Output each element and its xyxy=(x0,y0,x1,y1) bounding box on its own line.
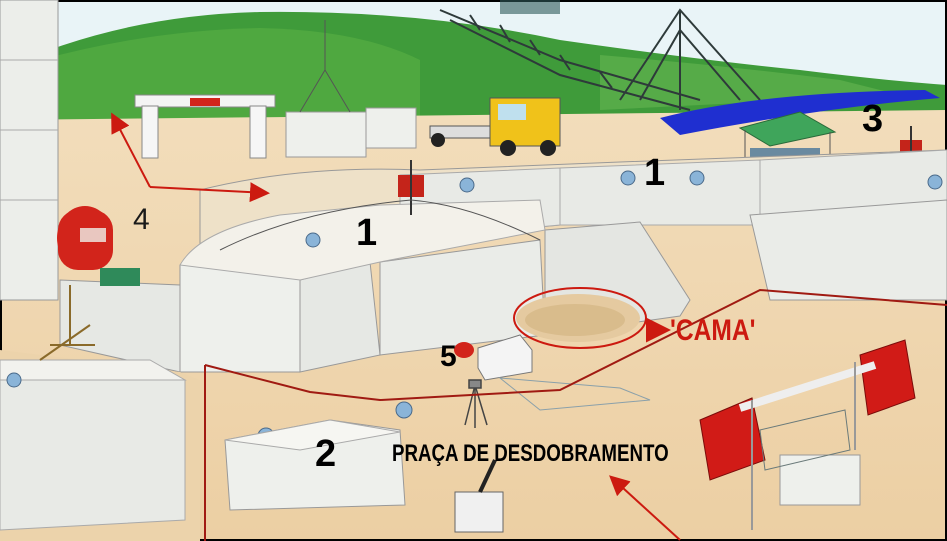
middle-bench-blocks xyxy=(179,199,947,373)
red-fuel-tank xyxy=(57,206,113,270)
bottom-saw-machine xyxy=(454,459,504,533)
praca-label: PRAÇA DE DESDOBRAMENTO xyxy=(392,440,669,467)
survey-tripod xyxy=(464,379,488,428)
block-2 xyxy=(224,419,406,511)
wire-saw-middle xyxy=(219,160,541,251)
marker-2: 2 xyxy=(315,433,337,475)
marker-5: 5 xyxy=(440,340,457,373)
stacked-blocks-top xyxy=(285,20,417,158)
green-generator xyxy=(100,268,140,286)
arrow-praca xyxy=(609,475,681,541)
left-block-stack xyxy=(0,0,59,301)
cutting-machine-5 xyxy=(454,334,533,381)
derrick-crane xyxy=(439,8,761,111)
marker-1-right: 1 xyxy=(644,152,666,194)
praca-boundary xyxy=(204,288,947,541)
cama-label: 'CAMA' xyxy=(670,314,756,347)
flatbed-truck xyxy=(429,97,561,156)
marker-1-left: 1 xyxy=(356,212,378,254)
arrow-4-up xyxy=(111,112,151,188)
marker-4: 4 xyxy=(133,203,150,236)
bridge-saw xyxy=(699,339,916,530)
arrow-4-right xyxy=(149,182,270,203)
lower-left-bench xyxy=(0,279,200,541)
marker-3: 3 xyxy=(862,98,884,140)
left-drill xyxy=(39,285,95,361)
portal-gantry-machine xyxy=(134,94,276,159)
